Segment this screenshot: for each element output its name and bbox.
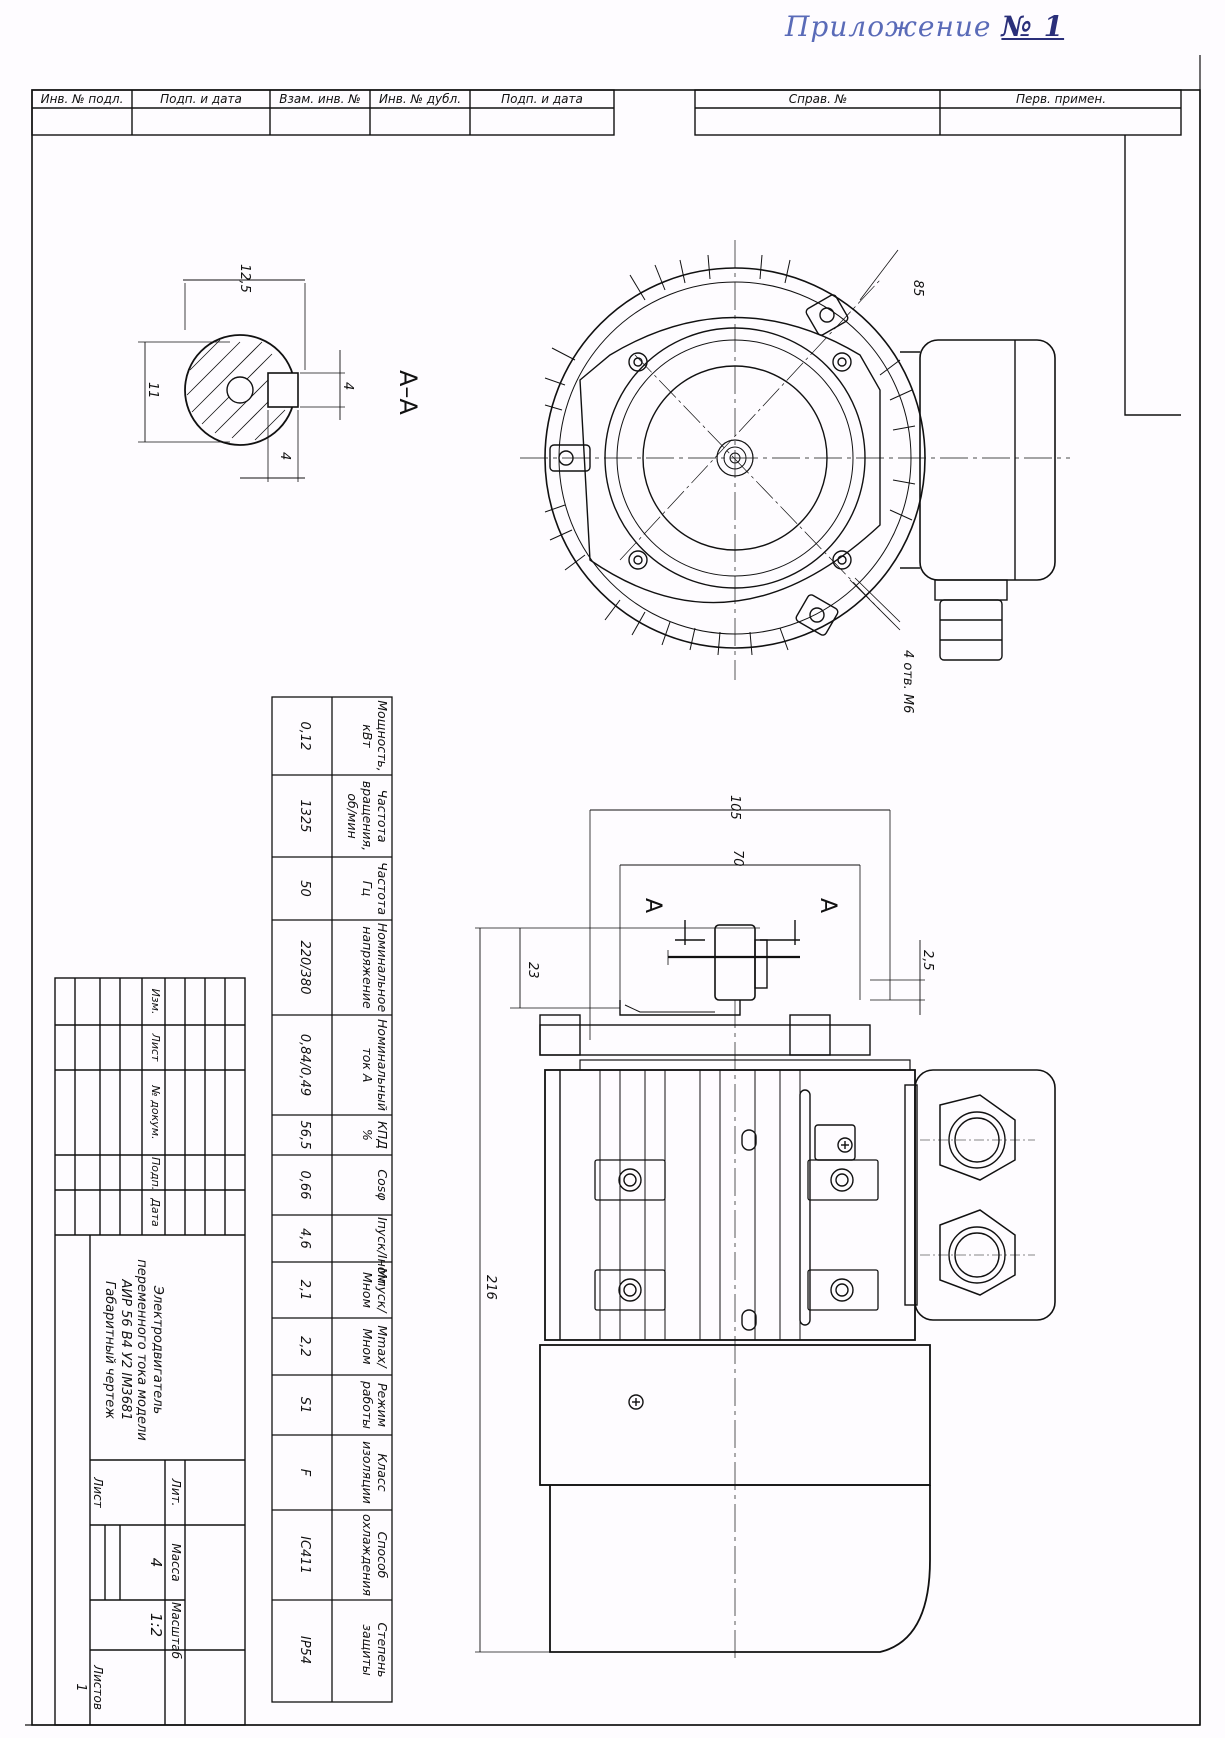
stamp-inv-podl: Инв. № подл. — [40, 92, 124, 106]
front-view — [520, 240, 1070, 680]
stamp-podp-data-1: Подп. и дата — [160, 92, 242, 106]
spec-value-insulation: F — [297, 1468, 312, 1477]
spec-header-duty: Режим работы — [360, 1380, 390, 1430]
spec-header-protection: Степень защиты — [360, 1622, 390, 1678]
spec-header-cosphi: Cosφ — [375, 1169, 390, 1201]
spec-value-duty: S1 — [297, 1396, 312, 1414]
dim-section-height: 11 — [145, 382, 160, 399]
spec-value-start-current: 4,6 — [297, 1228, 312, 1249]
stamp-vzam-inv: Взам. инв. № — [279, 92, 361, 106]
spec-value-start-torque: 2,1 — [297, 1279, 312, 1301]
dim-height: 216 — [483, 1275, 498, 1300]
spec-header-cooling: Способ охлаждения — [360, 1513, 390, 1597]
stamp-podp-data-2: Подп. и дата — [501, 92, 583, 106]
spec-header-voltage: Номинальное напряжение — [360, 922, 390, 1013]
change-header-list: Лист — [149, 1033, 162, 1062]
sheets-label: Листов — [91, 1665, 105, 1710]
spec-header-speed: Частота вращения, об/мин — [345, 780, 390, 852]
spec-table-frame — [271, 696, 393, 1703]
section-a-a — [138, 279, 345, 482]
title-block-frame — [54, 977, 246, 1726]
stamp-sprav: Справ. № — [788, 92, 848, 106]
spec-value-cooling: IC411 — [297, 1536, 312, 1574]
spec-header-power: Мощность, кВт — [360, 700, 390, 772]
dim-overall-length: 105 — [727, 795, 742, 820]
handwritten-annotation-text: Приложение — [785, 10, 992, 43]
spec-value-speed: 1325 — [297, 799, 312, 833]
spec-value-cosphi: 0,66 — [297, 1170, 312, 1200]
dim-key-width: 4 — [277, 452, 292, 461]
spec-header-start-current: Iпуск/Iном — [375, 1217, 390, 1284]
spec-value-current: 0,84/0,49 — [297, 1033, 312, 1097]
dim-key-offset: 2,5 — [920, 950, 935, 971]
sheets-value: 1 — [73, 1683, 88, 1692]
section-label: А–А — [394, 370, 422, 415]
spec-header-current: Номинальный ток А — [360, 1019, 390, 1111]
handwritten-annotation-number: № 1 — [1001, 10, 1065, 43]
spec-header-frequency: Частота Гц — [360, 862, 390, 915]
spec-header-insulation: Класс изоляции — [360, 1441, 390, 1504]
change-header-doc: № докум. — [149, 1085, 162, 1140]
spec-header-efficiency: КПД % — [360, 1120, 390, 1150]
spec-value-power: 0,12 — [297, 721, 312, 751]
lit-label: Лит. — [169, 1478, 183, 1507]
stamp-inv-dubl: Инв. № дубл. — [378, 92, 462, 106]
drawing-title: Электродвигатель переменного тока модели… — [102, 1259, 165, 1441]
spec-header-max-torque: Мmax/Мном — [360, 1325, 390, 1368]
section-mark-a-right: А — [815, 898, 840, 914]
spec-value-voltage: 220/380 — [297, 940, 312, 995]
spec-value-efficiency: 56,5 — [297, 1120, 312, 1150]
spec-value-max-torque: 2,2 — [297, 1336, 312, 1357]
side-view — [475, 809, 1056, 1660]
dim-bolt-circle: 85 — [910, 280, 925, 297]
scale-label: Масштаб — [169, 1602, 183, 1660]
mass-label: Масса — [169, 1543, 183, 1582]
spec-value-frequency: 50 — [297, 880, 312, 897]
mass-value: 4 — [147, 1557, 165, 1568]
spec-header-start-torque: Мпуск/Мном — [360, 1267, 390, 1313]
change-header-izm: Изм. — [149, 988, 162, 1015]
dim-shaft-length: 23 — [525, 962, 540, 979]
change-header-date: Дата — [149, 1198, 162, 1227]
sheet-label: Лист — [91, 1477, 105, 1508]
section-mark-a-left: А — [640, 898, 665, 914]
change-header-podp: Подп. — [149, 1157, 162, 1191]
stamp-perv-primen: Перв. примен. — [1015, 92, 1107, 106]
spec-value-protection: IP54 — [297, 1635, 312, 1665]
top-stamp — [31, 89, 1182, 416]
dim-section-width: 12,5 — [237, 264, 252, 293]
handwritten-annotation: Приложение № 1 — [785, 10, 1064, 43]
sheet-frame — [31, 89, 1201, 1726]
scale-value: 1:2 — [147, 1612, 165, 1638]
dim-mount-spacing: 70 — [730, 850, 745, 867]
dim-key-depth: 4 — [340, 382, 355, 391]
dim-holes: 4 отв. М6 — [900, 650, 915, 714]
